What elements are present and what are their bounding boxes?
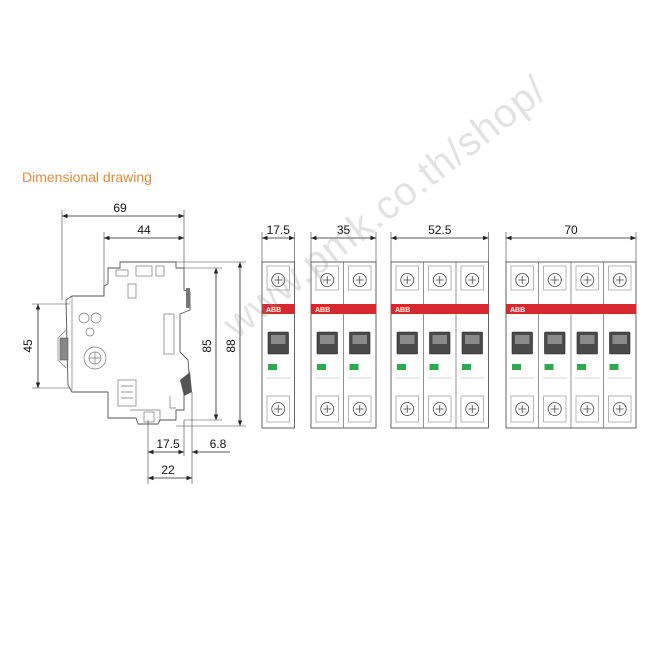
toggle-face xyxy=(400,335,415,344)
screw-slot xyxy=(323,276,332,284)
screw-slot xyxy=(403,276,412,284)
terminal-housing xyxy=(348,265,372,291)
screw-slot xyxy=(518,405,527,413)
status-indicator xyxy=(349,364,359,370)
width-label: 52.5 xyxy=(428,223,452,237)
screw-slot xyxy=(550,276,559,284)
status-indicator xyxy=(609,364,619,370)
terminal-housing xyxy=(395,265,419,291)
status-indicator xyxy=(429,364,439,370)
status-indicator xyxy=(462,364,471,370)
terminal-housing xyxy=(460,395,484,423)
status-indicator xyxy=(544,364,554,370)
status-indicator xyxy=(577,364,586,370)
status-indicator xyxy=(512,364,521,370)
screw-slot xyxy=(550,405,559,413)
status-indicator xyxy=(268,364,277,370)
dim-6-8: 6.8 xyxy=(210,437,227,451)
terminal-housing xyxy=(395,395,419,423)
section-title: Dimensional drawing xyxy=(22,169,152,185)
terminal-housing xyxy=(315,265,339,291)
terminal-housing xyxy=(510,265,534,291)
dim-69: 69 xyxy=(113,201,127,215)
front-view-2-pole: ABB 35 xyxy=(310,223,377,429)
brand-band xyxy=(391,304,489,314)
width-label: 17.5 xyxy=(267,223,291,237)
terminal-housing xyxy=(510,395,534,423)
abb-logo: ABB xyxy=(510,307,525,314)
screw-slot xyxy=(583,405,592,413)
screw-slot xyxy=(468,405,477,413)
abb-logo: ABB xyxy=(315,307,330,314)
status-indicator xyxy=(397,364,406,370)
toggle-face xyxy=(580,335,595,344)
toggle-face xyxy=(612,335,627,344)
dim-44: 44 xyxy=(137,223,151,237)
status-indicator xyxy=(317,364,326,370)
toggle-face xyxy=(432,335,447,344)
toggle-face xyxy=(515,335,530,344)
dim-17-5-side: 17.5 xyxy=(156,437,180,451)
terminal-housing xyxy=(543,395,567,423)
screw-slot xyxy=(583,276,592,284)
screw-slot xyxy=(615,405,624,413)
terminal-housing xyxy=(543,265,567,291)
toggle-face xyxy=(547,335,562,344)
screw-slot xyxy=(355,276,364,284)
terminal-housing xyxy=(266,265,290,291)
width-label: 70 xyxy=(564,223,578,237)
screw-slot xyxy=(518,276,527,284)
terminal-housing xyxy=(428,265,452,291)
terminal-housing xyxy=(315,395,339,423)
screw-slot xyxy=(468,276,477,284)
terminal-housing xyxy=(608,265,632,291)
dim-85: 85 xyxy=(200,339,214,353)
abb-logo: ABB xyxy=(395,307,410,314)
screw-slot xyxy=(403,405,412,413)
dim-22: 22 xyxy=(161,463,175,477)
brand-band xyxy=(506,304,636,314)
terminal-housing xyxy=(428,395,452,423)
front-view-4-pole: ABB 70 xyxy=(505,223,637,429)
terminal-housing xyxy=(266,395,290,423)
screw-slot xyxy=(435,405,444,413)
front-view-1-pole: ABB 17.5 xyxy=(261,223,295,429)
toggle-face xyxy=(352,335,367,344)
dim-45: 45 xyxy=(21,339,35,353)
screw-slot xyxy=(274,276,283,284)
width-label: 35 xyxy=(337,223,351,237)
screw-slot xyxy=(274,405,283,413)
abb-logo: ABB xyxy=(266,307,281,314)
toggle-face xyxy=(320,335,335,344)
screw-slot xyxy=(323,405,332,413)
brand-band xyxy=(311,304,376,314)
screw-slot xyxy=(615,276,624,284)
terminal-housing xyxy=(575,395,599,423)
toggle-face xyxy=(271,335,286,344)
toggle-face xyxy=(465,335,480,344)
screw-slot xyxy=(355,405,364,413)
front-view-3-pole: ABB 52.5 xyxy=(390,223,489,429)
dim-88: 88 xyxy=(224,339,238,353)
screw-slot xyxy=(435,276,444,284)
terminal-housing xyxy=(460,265,484,291)
side-view: 69 44 45 85 88 17.5 6.8 22 xyxy=(21,201,246,484)
terminal-housing xyxy=(575,265,599,291)
terminal-housing xyxy=(608,395,632,423)
brand-band xyxy=(262,304,295,314)
terminal-housing xyxy=(348,395,372,423)
